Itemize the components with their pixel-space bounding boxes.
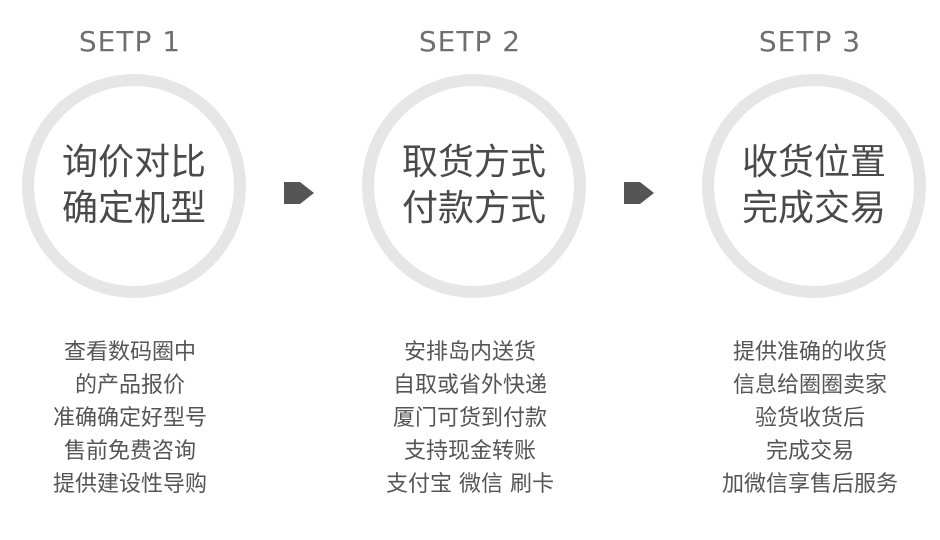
- step-1-description: 查看数码圈中 的产品报价 准确确定好型号 售前免费咨询 提供建设性导购: [10, 336, 250, 501]
- step-3-title-line-1: 收货位置: [741, 142, 886, 183]
- step-2-title-line-2: 付款方式: [401, 188, 546, 229]
- arrow-right-icon-shape: [624, 182, 654, 204]
- arrow-right-icon: [284, 182, 314, 204]
- step-3-desc-line: 完成交易: [765, 439, 854, 464]
- step-2-circle: 取货方式 付款方式: [362, 74, 586, 298]
- step-3-circle: 收货位置 完成交易: [702, 74, 926, 298]
- step-2-desc-line: 支持现金转账: [403, 439, 536, 464]
- step-2-label: SETP 2: [418, 25, 522, 58]
- step-2-description: 安排岛内送货 自取或省外快递 厦门可货到付款 支持现金转账 支付宝 微信 刷卡: [350, 336, 590, 501]
- step-1-desc-line: 售前免费咨询: [63, 439, 196, 464]
- step-3-desc-line: 信息给圈圈卖家: [732, 373, 887, 398]
- step-3-label: SETP 3: [758, 25, 862, 58]
- step-1-label: SETP 1: [78, 25, 182, 58]
- step-3-desc-line: 加微信享售后服务: [721, 472, 898, 497]
- step-2-desc-line: 自取或省外快递: [392, 373, 547, 398]
- step-2-desc-line: 安排岛内送货: [403, 340, 536, 365]
- step-2-title-line-1: 取货方式: [401, 142, 546, 183]
- step-2-desc-line: 厦门可货到付款: [392, 406, 547, 431]
- step-3-description: 提供准确的收货 信息给圈圈卖家 验货收货后 完成交易 加微信享售后服务: [690, 336, 930, 501]
- step-1-title-line-2: 确定机型: [61, 188, 206, 229]
- step-1-circle: 询价对比 确定机型: [22, 74, 246, 298]
- step-3-desc-line: 验货收货后: [754, 406, 865, 431]
- step-3: SETP 3 收货位置 完成交易 提供准确的收货 信息给圈圈卖家 验货收货后 完…: [690, 0, 930, 540]
- step-3-desc-line: 提供准确的收货: [732, 340, 887, 365]
- arrow-right-icon-shape: [284, 182, 314, 204]
- step-1-desc-line: 查看数码圈中: [63, 340, 196, 365]
- step-1-desc-line: 的产品报价: [74, 373, 185, 398]
- step-1: SETP 1 询价对比 确定机型 查看数码圈中 的产品报价 准确确定好型号 售前…: [10, 0, 250, 540]
- step-3-title-line-2: 完成交易: [741, 188, 886, 229]
- step-2-desc-line: 支付宝 微信 刷卡: [386, 472, 554, 497]
- step-1-desc-line: 准确确定好型号: [52, 406, 207, 431]
- step-1-desc-line: 提供建设性导购: [52, 472, 207, 497]
- arrow-right-icon: [624, 182, 654, 204]
- step-2: SETP 2 取货方式 付款方式 安排岛内送货 自取或省外快递 厦门可货到付款 …: [350, 0, 590, 540]
- step-1-title-line-1: 询价对比: [61, 142, 206, 183]
